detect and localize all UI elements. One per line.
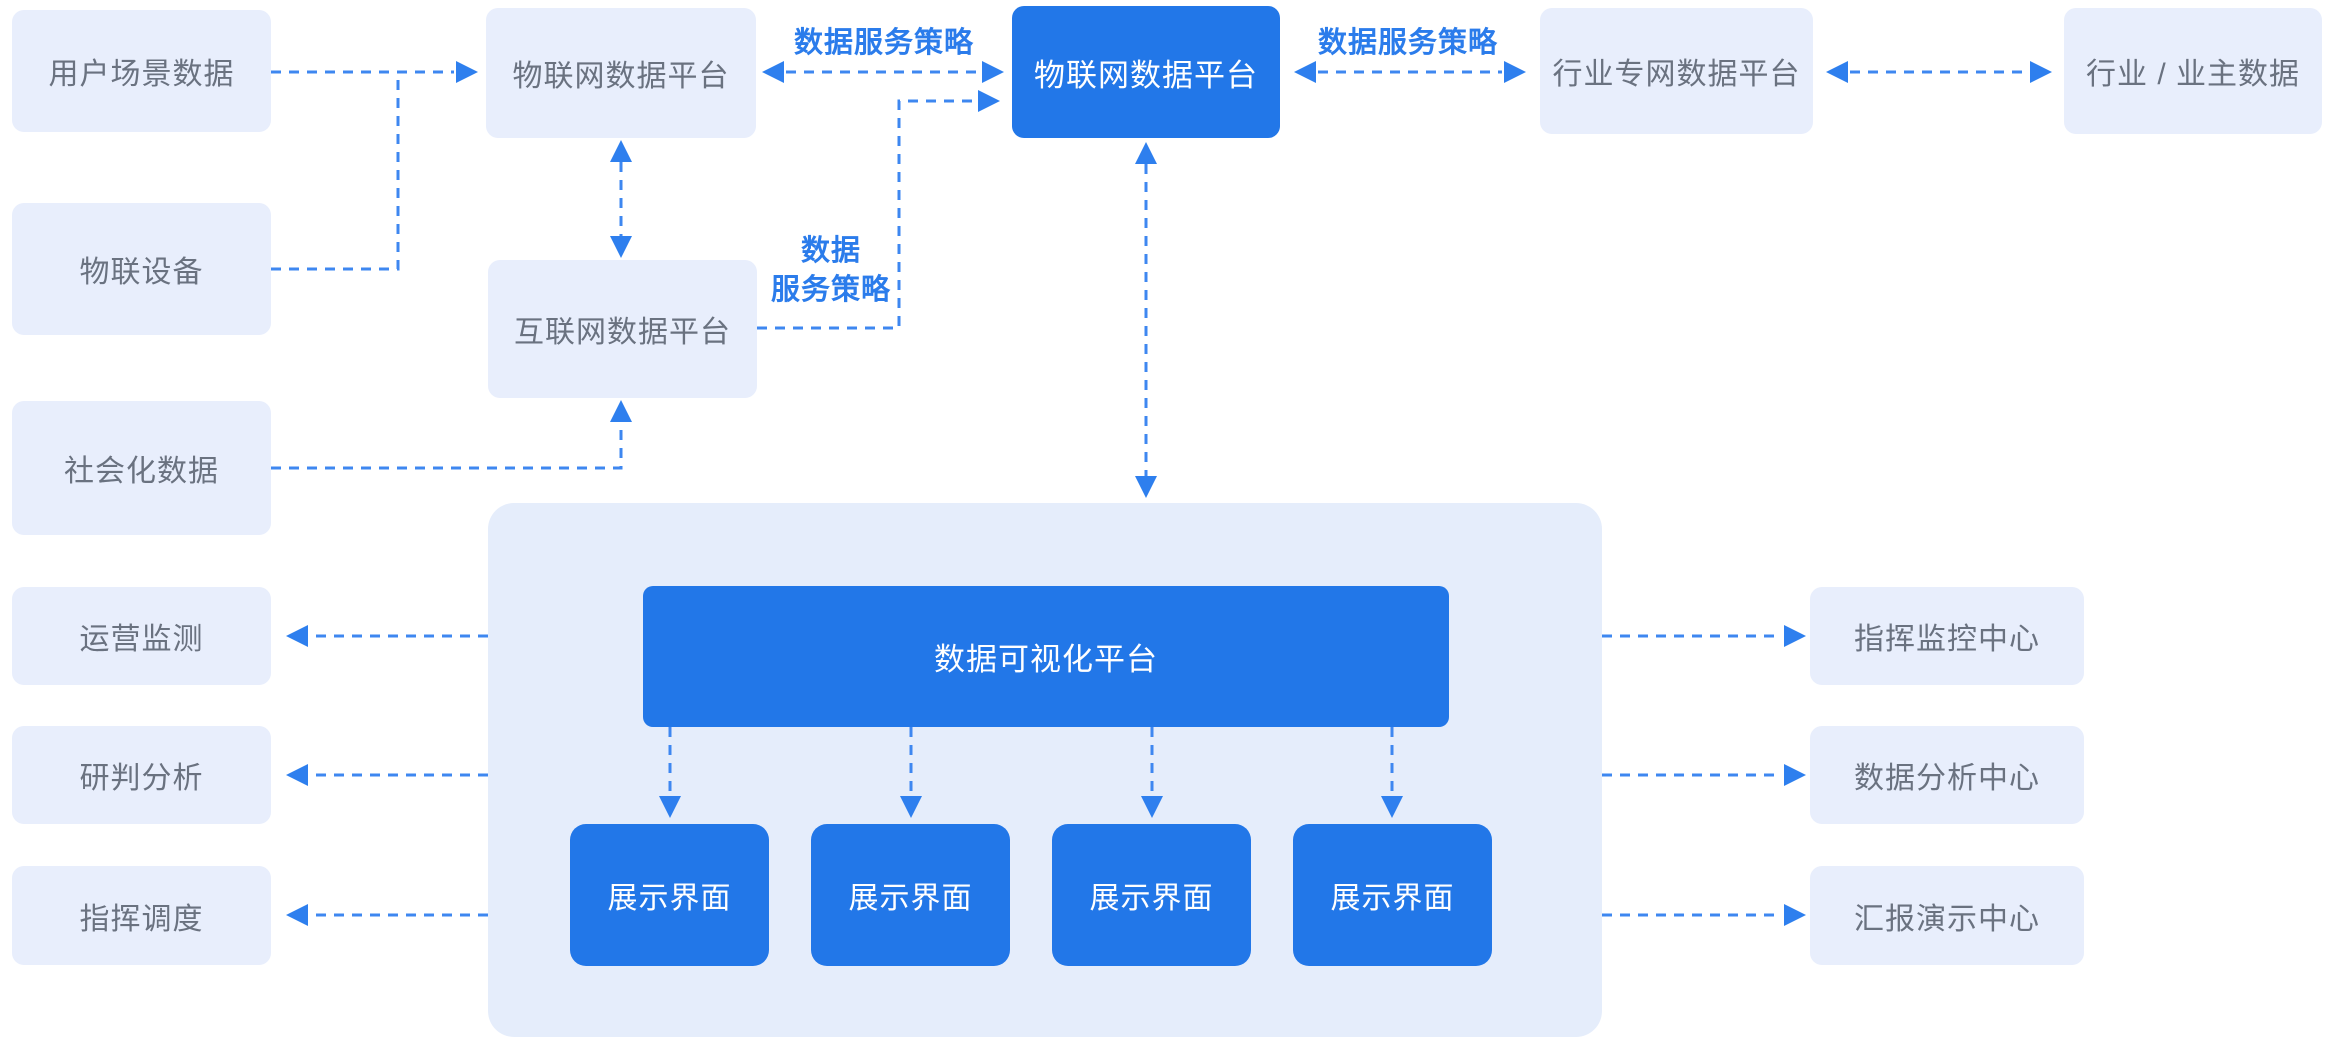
edge-viz-to-display-3 xyxy=(1141,727,1163,818)
edge-panel-to-analysis xyxy=(286,764,488,786)
node-operation-monitoring: 运营监测 xyxy=(12,587,271,685)
arrowhead-right-icon xyxy=(1784,625,1806,647)
arrowhead-right-icon xyxy=(978,90,1000,112)
edge-main-to-industry-platform-double xyxy=(1294,61,1526,83)
edge-panel-to-dispatch xyxy=(286,904,488,926)
arrowhead-down-icon xyxy=(900,796,922,818)
arrowhead-up-icon xyxy=(610,400,632,422)
edge-panel-to-command-center xyxy=(1602,625,1806,647)
arrowhead-left-icon xyxy=(286,764,308,786)
arrowhead-left-icon xyxy=(762,61,784,83)
arrowhead-right-icon xyxy=(2030,61,2052,83)
edge-viz-to-display-4 xyxy=(1381,727,1403,818)
arrowhead-down-icon xyxy=(610,236,632,258)
node-command-dispatch: 指挥调度 xyxy=(12,866,271,965)
node-analysis-research: 研判分析 xyxy=(12,726,271,824)
node-social-data: 社会化数据 xyxy=(12,401,271,535)
edge-panel-to-operation-monitoring xyxy=(286,625,488,647)
edge-iot-device-branch xyxy=(271,72,400,271)
node-iot-data-platform-main: 物联网数据平台 xyxy=(1012,6,1280,138)
arrowhead-right-icon xyxy=(1504,61,1526,83)
arrowhead-right-icon xyxy=(1784,764,1806,786)
edge-line xyxy=(271,422,623,470)
edge-iot-platform-to-main-double xyxy=(762,61,1004,83)
edge-viz-to-display-2 xyxy=(900,727,922,818)
edge-social-data-to-internet-platform xyxy=(271,400,632,470)
edge-panel-to-report-center xyxy=(1602,904,1806,926)
node-display-interface-4: 展示界面 xyxy=(1293,824,1492,966)
edge-internet-platform-to-main xyxy=(757,90,1000,330)
arrowhead-down-icon xyxy=(1381,796,1403,818)
label-line-2: 服务策略 xyxy=(771,274,892,306)
arrowhead-right-icon xyxy=(982,61,1004,83)
edge-main-to-panel-double xyxy=(1135,142,1157,498)
node-industry-owner-data: 行业 / 业主数据 xyxy=(2064,8,2322,134)
arrowhead-right-icon xyxy=(1784,904,1806,926)
arrowhead-down-icon xyxy=(1135,476,1157,498)
node-industry-private-network-platform: 行业专网数据平台 xyxy=(1540,8,1813,134)
node-display-interface-1: 展示界面 xyxy=(570,824,769,966)
arrowhead-up-icon xyxy=(610,140,632,162)
node-data-visualization-platform: 数据可视化平台 xyxy=(643,586,1449,727)
node-report-presentation-center: 汇报演示中心 xyxy=(1810,866,2084,965)
label-data-service-policy-left: 数据服务策略 xyxy=(794,27,975,59)
node-iot-device: 物联设备 xyxy=(12,203,271,335)
arrowhead-left-icon xyxy=(286,625,308,647)
arrowhead-right-icon xyxy=(456,61,478,83)
node-user-scene-data: 用户场景数据 xyxy=(12,10,271,132)
node-display-interface-3: 展示界面 xyxy=(1052,824,1251,966)
edge-panel-to-data-analysis-center xyxy=(1602,764,1806,786)
edge-user-scene-to-iot-platform xyxy=(271,61,478,83)
arrowhead-left-icon xyxy=(1294,61,1316,83)
node-data-analysis-center: 数据分析中心 xyxy=(1810,726,2084,824)
edge-line xyxy=(757,99,976,330)
edge-industry-platform-to-owner-data-double xyxy=(1826,61,2052,83)
label-data-service-policy-stacked: 数据 服务策略 xyxy=(771,232,891,310)
arrowhead-left-icon xyxy=(286,904,308,926)
edge-iot-platform-internet-platform-double xyxy=(610,140,632,258)
arrowhead-up-icon xyxy=(1135,142,1157,164)
arrowhead-left-icon xyxy=(1826,61,1848,83)
arrowhead-down-icon xyxy=(1141,796,1163,818)
node-display-interface-2: 展示界面 xyxy=(811,824,1010,966)
edge-line xyxy=(271,72,400,271)
label-data-service-policy-right: 数据服务策略 xyxy=(1318,27,1499,59)
node-iot-data-platform: 物联网数据平台 xyxy=(486,8,756,138)
label-line-1: 数据 xyxy=(800,235,861,267)
node-command-monitoring-center: 指挥监控中心 xyxy=(1810,587,2084,685)
edge-viz-to-display-1 xyxy=(659,727,681,818)
arrowhead-down-icon xyxy=(659,796,681,818)
node-internet-data-platform: 互联网数据平台 xyxy=(488,260,757,398)
